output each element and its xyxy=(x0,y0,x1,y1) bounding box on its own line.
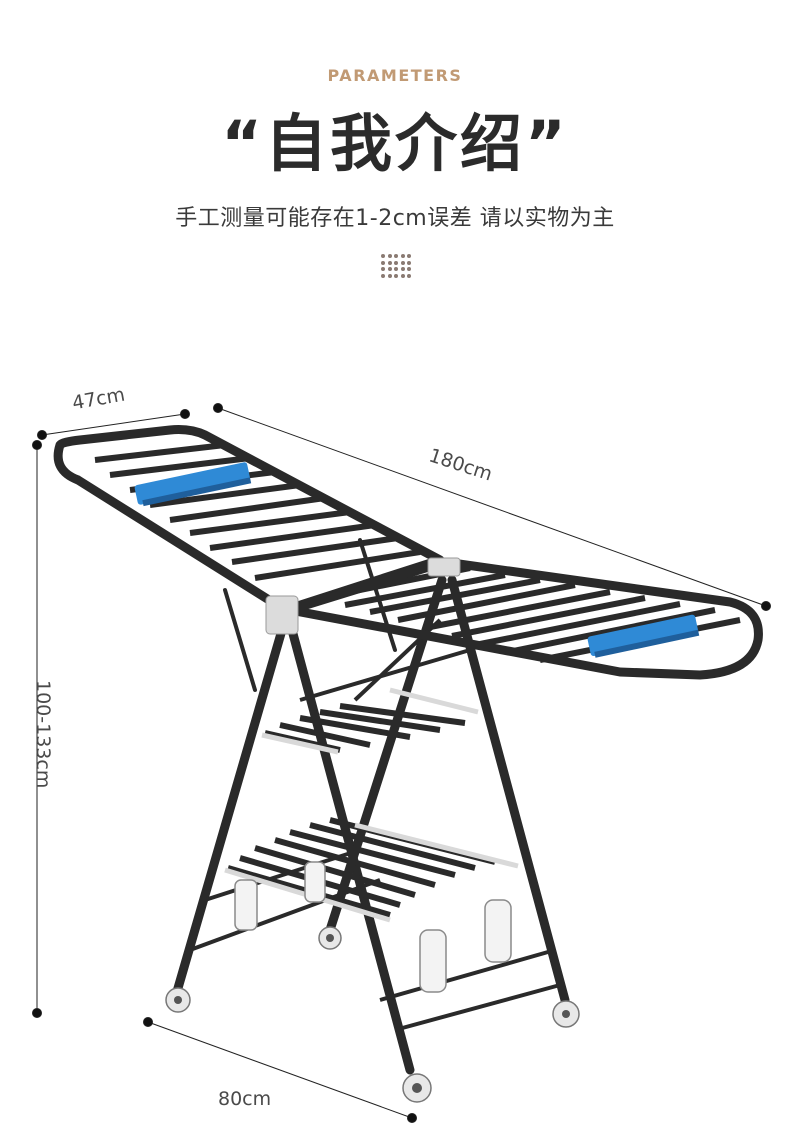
dot-grid-decoration xyxy=(381,254,411,278)
left-wing xyxy=(53,425,445,615)
caster-wheels xyxy=(165,926,580,1103)
page-subtitle: 手工测量可能存在1-2cm误差 请以实物为主 xyxy=(175,206,615,231)
right-wing xyxy=(285,557,763,680)
rack-braces xyxy=(189,618,561,1032)
middle-shelf xyxy=(264,703,466,753)
height-label: 100-133cm xyxy=(32,680,54,789)
hanging-pegs xyxy=(234,861,512,993)
joint-brackets xyxy=(265,557,461,635)
rack-legs xyxy=(171,538,570,1075)
page-title: “自我介绍” xyxy=(221,107,569,180)
drying-rack-illustration xyxy=(32,403,771,1123)
middle-shelf-rails xyxy=(261,687,479,755)
width-label: 80cm xyxy=(218,1088,272,1110)
clip-bar-left xyxy=(134,462,252,507)
clip-bar-right xyxy=(587,614,700,658)
section-eyebrow: PARAMETERS xyxy=(327,66,463,85)
dimension-lines xyxy=(32,403,771,1123)
